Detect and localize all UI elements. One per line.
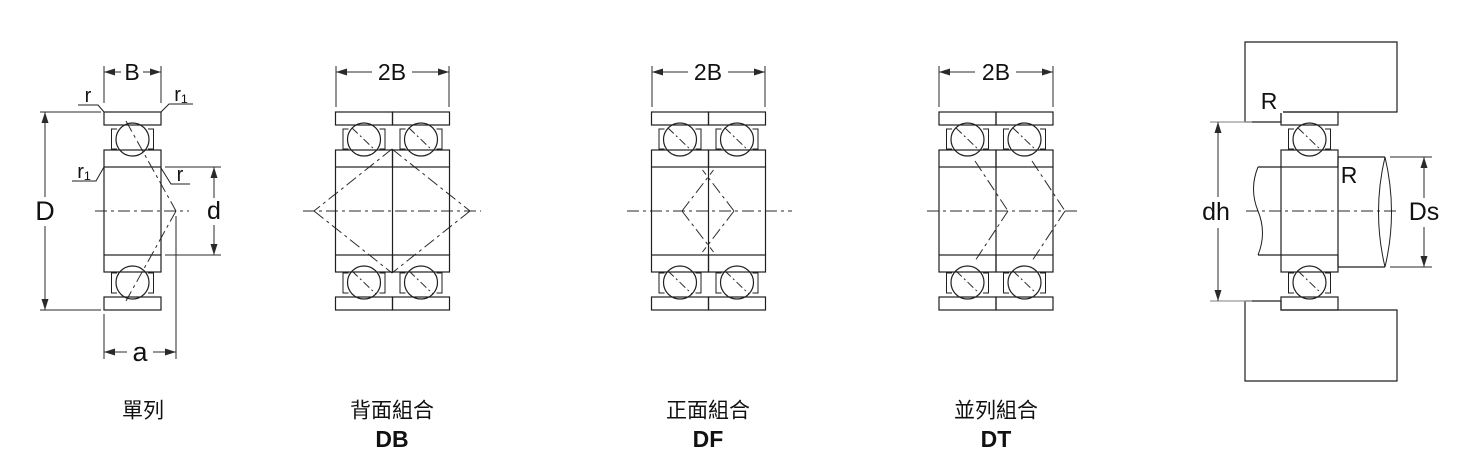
code-DT: DT: [981, 426, 1012, 452]
caption-tandem: 並列組合: [954, 400, 1038, 423]
ball-axis-dash: [408, 270, 434, 295]
contact-line: [1031, 160, 1066, 212]
contact-line: [681, 210, 714, 253]
dim-label-d: d: [207, 197, 221, 225]
ball-axis-dash: [1297, 127, 1323, 152]
ball-axis-dash: [955, 270, 981, 295]
dimension-2B: 2B: [335, 59, 450, 107]
ball-axis-dash: [667, 270, 693, 295]
bearing-row-section: [103, 254, 162, 311]
dim-label-D: D: [35, 196, 55, 226]
contact-line: [681, 169, 714, 212]
dim-label-2B: 2B: [694, 59, 722, 85]
label-r1-top-right: r₁: [174, 84, 188, 106]
dimension-2B: 2B: [938, 59, 1054, 107]
caption-single-row: 單列: [122, 400, 164, 423]
ball-axis-dash: [724, 127, 750, 152]
dim-label-dh: dh: [1202, 198, 1230, 226]
diagram-face-to-face: 2B 正面組合 DF: [627, 59, 792, 452]
dim-label-2B: 2B: [378, 59, 406, 85]
dim-label-a: a: [132, 337, 148, 367]
code-DF: DF: [693, 426, 724, 452]
shaft-break-left: [1253, 166, 1263, 256]
dimension-D: D: [35, 111, 101, 311]
label-r-mid-right: r: [177, 164, 184, 186]
contact-line: [391, 210, 471, 274]
diagram-back-to-back: 2B 背面組合 DB: [303, 59, 481, 452]
leader-line: [160, 167, 190, 185]
label-backplate: [1255, 90, 1283, 113]
dimension-d: d: [165, 166, 221, 256]
caption-back-to-back: 背面組合: [350, 400, 434, 423]
ball-axis-dash: [351, 270, 377, 295]
contact-line: [974, 210, 1009, 262]
contact-line-lower: [125, 210, 177, 302]
diagram-tandem: 2B 並列組合 DT: [927, 59, 1077, 452]
contact-line: [702, 210, 735, 253]
dimension-Ds: Ds: [1390, 156, 1445, 268]
ball-axis-dash: [724, 270, 750, 295]
shaft-break-right: [1378, 156, 1386, 268]
chamfer-labels: r r₁ r₁ r: [72, 84, 193, 186]
label-r1-mid-left: r₁: [77, 161, 91, 183]
dimension-2B: 2B: [651, 59, 766, 107]
label-r-top-left: r: [85, 85, 92, 107]
ball-axis-dash: [408, 127, 434, 152]
contact-line: [313, 210, 393, 274]
bearing-row-section: [103, 111, 162, 168]
ball-axis-dash: [1012, 127, 1038, 152]
label-R-shaft: R: [1341, 162, 1358, 188]
dimension-a: a: [103, 216, 177, 367]
caption-face-to-face: 正面組合: [666, 400, 750, 423]
ball-axis-dash: [667, 127, 693, 152]
shaft: [1253, 156, 1392, 268]
contact-line: [1031, 210, 1066, 262]
ball-axis-dash: [955, 127, 981, 152]
contact-line: [974, 160, 1009, 212]
contact-line-upper: [125, 120, 177, 212]
dim-label-2B: 2B: [982, 59, 1010, 85]
code-DB: DB: [375, 426, 408, 452]
diagram-single-row: B r r₁ r₁ r D d: [35, 59, 221, 423]
contact-line: [702, 169, 735, 212]
label-R-housing: R: [1261, 88, 1278, 114]
dim-label-Ds: Ds: [1409, 198, 1440, 226]
shaft-break-right: [1384, 156, 1392, 268]
leader-line: [160, 103, 193, 113]
dimension-B: B: [103, 59, 162, 103]
ball-axis-dash: [351, 127, 377, 152]
dim-label-B: B: [124, 59, 139, 85]
diagram-mounting: R R dh Ds: [1198, 41, 1445, 382]
housing-block-bottom: [1244, 300, 1398, 382]
dimension-dh: dh: [1198, 121, 1252, 302]
leader-line: [78, 104, 105, 113]
ball-axis-dash: [1012, 270, 1038, 295]
contact-line: [391, 148, 471, 212]
contact-line: [313, 148, 393, 212]
ball-axis-dash: [1297, 270, 1323, 295]
leader-line: [72, 166, 105, 182]
